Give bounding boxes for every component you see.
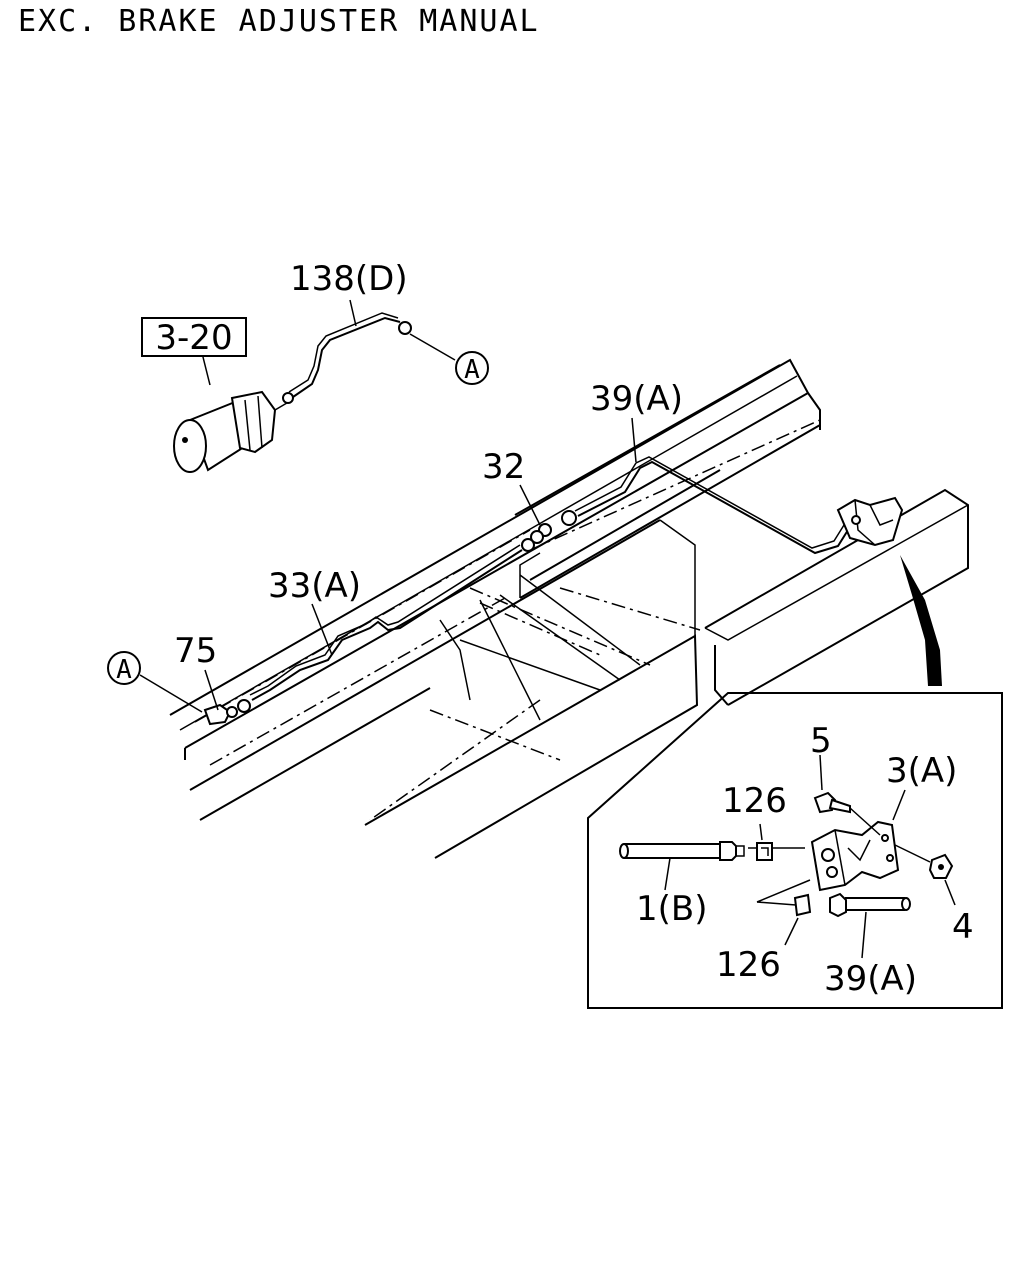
bracket-right	[836, 496, 904, 547]
reference-box[interactable]: 3-20	[141, 317, 247, 358]
callout-a-right-label: A	[464, 355, 480, 385]
label-4: 4	[952, 907, 974, 947]
label-39a-top: 39(A)	[590, 379, 683, 419]
label-75: 75	[174, 631, 217, 671]
fitting-75	[139, 669, 238, 726]
callout-a-left[interactable]: A	[107, 651, 141, 685]
reference-box-label: 3-20	[155, 318, 232, 358]
frame-rails	[169, 358, 969, 859]
pipe-33a	[237, 544, 523, 713]
diagram-title: EXC. BRAKE ADJUSTER MANUAL	[18, 4, 540, 39]
detail-view	[587, 692, 1003, 1009]
label-39a-bottom: 39(A)	[824, 959, 917, 999]
brake-chamber	[173, 344, 294, 473]
pipe-39a-upper	[561, 417, 861, 555]
label-32: 32	[482, 447, 525, 487]
callout-a-left-label: A	[116, 655, 132, 685]
label-3a: 3(A)	[886, 751, 957, 791]
detail-pointer	[900, 555, 942, 686]
label-126-top: 126	[722, 781, 787, 821]
label-5: 5	[810, 721, 832, 761]
label-33a: 33(A)	[268, 566, 361, 606]
callout-a-right[interactable]: A	[455, 351, 489, 385]
label-126-bottom: 126	[716, 945, 781, 985]
label-138d: 138(D)	[290, 259, 408, 299]
pipe-138d	[288, 299, 456, 398]
label-1b: 1(B)	[636, 889, 708, 929]
connector-32	[519, 484, 552, 552]
